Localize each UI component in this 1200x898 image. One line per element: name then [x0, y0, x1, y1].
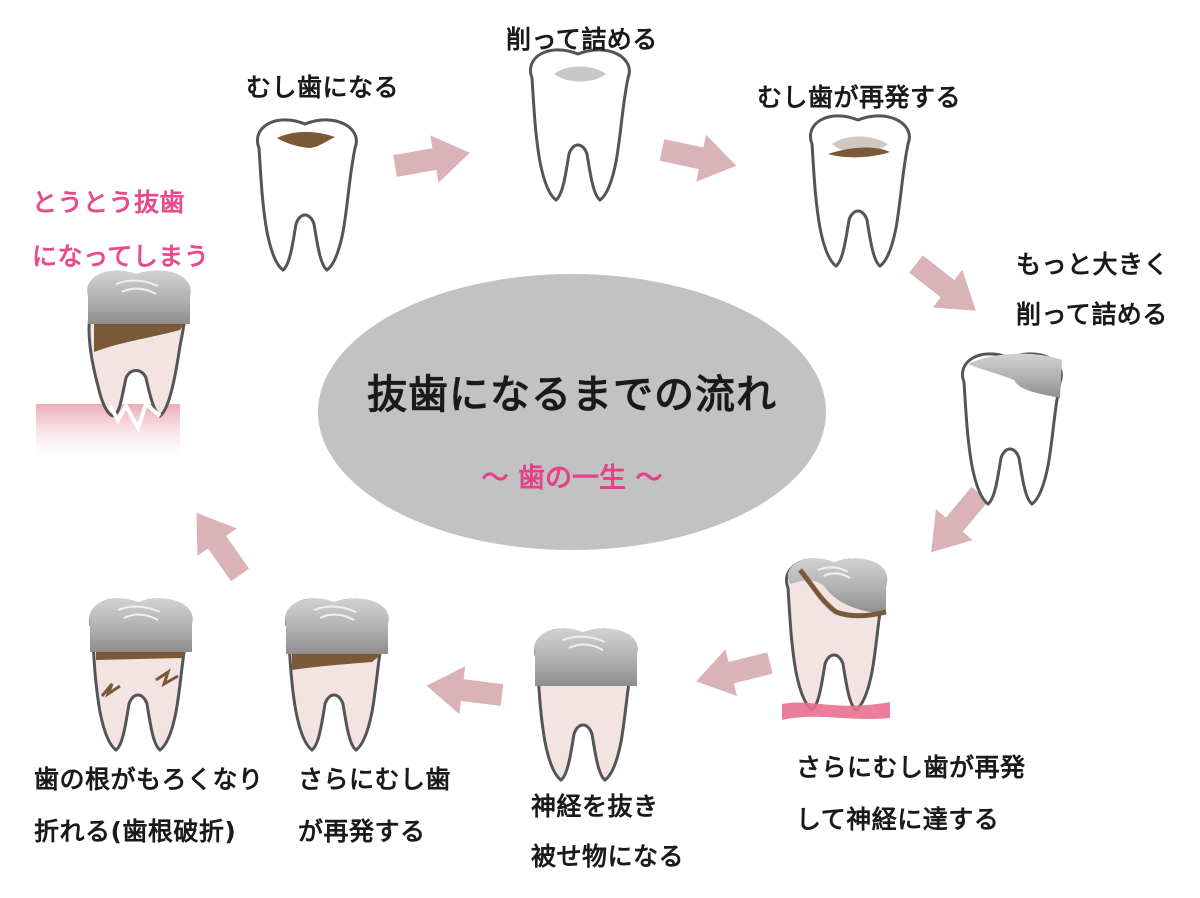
arrow-7 — [176, 498, 260, 589]
label-recur-again: さらにむし歯 が再発する — [298, 765, 452, 846]
arrow-6 — [423, 661, 505, 719]
tooth-cavity — [256, 118, 358, 272]
label-bigger-fill: もっと大きく 削って詰める — [1016, 250, 1170, 329]
tooth-recur-again — [285, 598, 389, 752]
label-recur: むし歯が再発する — [757, 83, 962, 112]
label-cavity: むし歯になる — [246, 73, 400, 102]
label-nerve-reach: さらにむし歯が再発 して神経に達する — [796, 753, 1026, 834]
arrow-5 — [690, 639, 776, 705]
label-crown: 神経を抜き 被せ物になる — [531, 792, 685, 871]
center-ellipse: 抜歯になるまでの流れ ～ 歯の一生 ～ — [318, 274, 826, 550]
arrow-2 — [657, 126, 742, 190]
diagram-title: 抜歯になるまでの流れ — [367, 372, 777, 418]
tooth-bigger-fill — [961, 352, 1063, 506]
tooth-root-fracture — [89, 598, 193, 752]
diagram-subtitle: ～ 歯の一生 ～ — [481, 463, 663, 494]
label-root-fracture: 歯の根がもろくなり 折れる(歯根破折) — [34, 765, 264, 846]
tooth-extraction — [36, 270, 191, 456]
label-fill: 削って詰める — [506, 25, 658, 54]
label-extraction: とうとう抜歯 になってしまう — [32, 188, 210, 271]
arrow-3 — [901, 245, 991, 330]
tooth-recur — [809, 114, 911, 268]
tooth-crown — [534, 628, 638, 782]
arrow-1 — [390, 129, 475, 190]
tooth-nerve-reach — [782, 558, 890, 720]
tooth-filled — [529, 48, 631, 202]
